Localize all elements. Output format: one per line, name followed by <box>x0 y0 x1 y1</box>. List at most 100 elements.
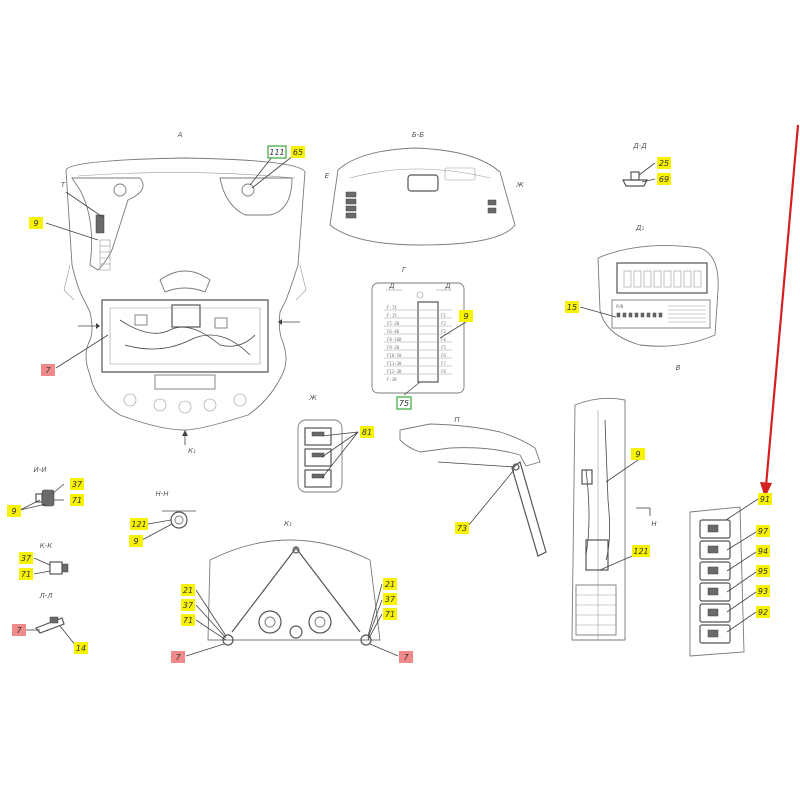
callout-c7a: 7 <box>41 364 55 376</box>
v-fuse-block-lines <box>576 594 616 626</box>
label-t: Т <box>61 181 66 189</box>
connector-right <box>214 317 228 329</box>
label-e: Е <box>325 172 330 180</box>
callout-c81: 81 <box>360 426 374 438</box>
callout-tag-bg <box>756 565 770 577</box>
callout-c121b: 121 <box>130 518 148 530</box>
callout-number: 37 <box>72 480 83 489</box>
callout-tag-bg <box>756 585 770 597</box>
callout-number: 121 <box>131 520 146 529</box>
svg-text:F6: F6 <box>441 353 446 358</box>
svg-text:F10-50: F10-50 <box>387 353 402 358</box>
k1-apex-hole <box>292 546 300 554</box>
k1-triangle <box>231 547 361 633</box>
panel-top-edge <box>77 172 296 179</box>
callout-c9a: 9 <box>29 217 43 229</box>
callout-number: 94 <box>758 547 768 556</box>
leader-37c <box>195 604 227 639</box>
callout-c65: 65 <box>291 146 305 158</box>
p-pivot <box>512 463 520 471</box>
callout-c94: 94 <box>756 545 770 557</box>
view-label-ll: Л-Л <box>38 592 53 600</box>
leader-121a <box>599 555 633 571</box>
callout-tag-bg <box>399 651 413 663</box>
v-fuse-block <box>575 584 617 636</box>
leader-97 <box>726 531 757 551</box>
view-arrow-k1: К₁ <box>182 430 196 455</box>
callout-number: 7 <box>175 653 181 662</box>
bb-top-curve <box>349 168 491 179</box>
callout-tag-bg <box>181 599 195 611</box>
callout-number: 15 <box>567 303 577 312</box>
zh-switch-2-glyph <box>311 452 325 458</box>
leader-95 <box>726 571 757 593</box>
callout-c71c: 71 <box>181 614 195 626</box>
leader-121b <box>147 519 172 525</box>
callout-number: 9 <box>133 537 138 546</box>
k1-fastener-left <box>222 634 234 646</box>
p-arm <box>511 460 547 557</box>
view-bb-front-panel: Б-Б Е Ж <box>325 131 524 246</box>
switch-column-outline <box>689 506 745 657</box>
callout-tag-bg <box>396 396 412 410</box>
callout-number: 95 <box>758 567 768 576</box>
view-label-d1: Д₁ <box>635 224 644 232</box>
view-g-fuse-box: Г Д Д F-74 F-15 F5-3В F6-4В F8-16В F9-3В… <box>371 266 467 396</box>
callout-c37d: 37 <box>383 593 397 605</box>
leader-93 <box>726 591 757 613</box>
leader-71c <box>195 619 227 641</box>
callout-tag-bg <box>70 494 84 506</box>
callout-number: 21 <box>183 586 193 595</box>
leader-14 <box>59 625 77 647</box>
callout-number: 91 <box>760 495 770 504</box>
switch-column-buttons <box>699 519 731 644</box>
leader-91 <box>725 498 759 521</box>
callout-number: 69 <box>659 175 669 184</box>
view-label-g: Г <box>402 266 407 274</box>
view-label-zh: Ж <box>308 394 317 402</box>
p-rod <box>437 461 516 468</box>
callout-c7d: 7 <box>399 651 413 663</box>
right-lamp <box>241 183 255 197</box>
d1-plate-pins <box>616 312 663 318</box>
view-ii-section: И-И <box>19 466 65 511</box>
section-mark-i <box>78 323 100 329</box>
callout-number: 9 <box>463 312 468 321</box>
p-beam <box>399 423 541 467</box>
callout-number: 111 <box>269 148 284 157</box>
dd-clip <box>622 179 648 187</box>
k1-outline <box>207 539 381 641</box>
relay-box <box>171 304 201 328</box>
zh-switch-1 <box>304 427 332 446</box>
callout-tag-bg <box>19 552 33 564</box>
callout-tag-bg <box>12 624 26 636</box>
g-fuse-rows <box>384 309 452 375</box>
callout-tag-bg <box>657 157 671 169</box>
view-label-k1: К₁ <box>284 520 292 528</box>
d1-fuse-slots <box>623 270 702 288</box>
wiring-harness-frame <box>101 299 269 373</box>
leader-65 <box>251 151 299 189</box>
callout-number: 7 <box>45 366 51 375</box>
callout-c9b: 9 <box>459 310 473 322</box>
callout-tag-bg <box>756 545 770 557</box>
callout-c37b: 37 <box>19 552 33 564</box>
leader-9d-a <box>19 499 41 511</box>
svg-text:F5-3В: F5-3В <box>387 321 400 326</box>
panel-left-bracket <box>63 264 75 301</box>
view-a-ceiling-panel: А <box>45 131 307 455</box>
callout-c71b: 71 <box>19 568 33 580</box>
callout-c14: 14 <box>74 642 88 654</box>
lower-module <box>154 374 216 390</box>
d1-caption: PUN <box>616 304 624 309</box>
zh-housing <box>297 419 343 493</box>
callout-tag-bg <box>29 217 43 229</box>
callout-tag-bg <box>41 364 55 376</box>
leader-9d-b <box>19 503 47 511</box>
svg-text:F8-16В: F8-16В <box>387 337 402 342</box>
harness-wire-2 <box>124 334 251 356</box>
callout-c95: 95 <box>756 565 770 577</box>
view-zh-switch-block: Ж <box>297 394 359 493</box>
d1-label-plate <box>611 299 711 329</box>
